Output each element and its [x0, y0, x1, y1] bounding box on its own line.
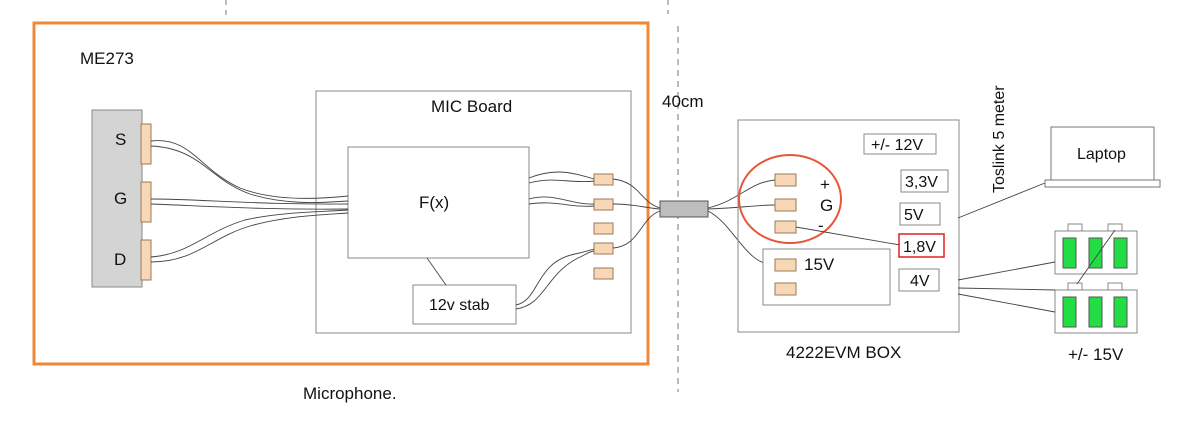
supply-connector [774, 258, 797, 272]
board-connector [593, 198, 614, 211]
board-connector [593, 173, 614, 186]
battery-pack-top [1054, 223, 1138, 275]
toslink-cable [957, 182, 1046, 219]
voltage-box-3v3 [900, 169, 949, 193]
board-connector [593, 242, 614, 255]
voltage-box-1v8-highlight [898, 233, 945, 258]
evm-input-sign-minus: - [818, 216, 824, 235]
laptop-screen [1050, 126, 1155, 181]
evm-input-connectors [774, 173, 797, 234]
evm-input-connector [774, 198, 797, 212]
capsule-pin-s-connector [140, 123, 152, 165]
microphone-enclosure [32, 21, 650, 366]
microphone-model-label: ME273 [80, 49, 134, 68]
laptop-label: Laptop [1077, 146, 1126, 163]
battery-cell [1113, 237, 1128, 269]
function-block [347, 146, 530, 259]
capsule-to-function-wires [150, 140, 349, 263]
connector-to-coupler-wires [612, 178, 661, 249]
board-connector [593, 222, 614, 235]
capsule-pin-d-connector [140, 239, 152, 281]
supply-connector [774, 282, 797, 296]
minus-to-1v8-wire [795, 226, 901, 246]
voltage-box-5v [899, 202, 941, 226]
cable-length-label: 40cm [662, 92, 704, 111]
mic-board-title: MIC Board [431, 97, 512, 116]
microphone-caption: Microphone. [303, 384, 397, 403]
battery-pack-bottom [1054, 282, 1138, 334]
evm-input-connector [774, 173, 797, 187]
capsule-body [91, 109, 143, 288]
battery-cell [1088, 237, 1103, 269]
laptop-base [1044, 179, 1161, 188]
battery-voltage-label: +/- 15V [1068, 345, 1124, 364]
voltage-box-12v [863, 133, 937, 155]
capsule-pin-label-s: S [115, 130, 126, 149]
board-connector [593, 267, 614, 280]
voltage-box-4v [898, 268, 940, 292]
evm-box-caption: 4222EVM BOX [786, 343, 901, 362]
battery-cell [1113, 296, 1128, 328]
cable-coupler [659, 200, 709, 218]
voltage-label-3v3: 3,3V [905, 174, 938, 191]
toslink-label: Toslink 5 meter [991, 85, 1008, 193]
voltage-label-1v8: 1,8V [903, 239, 936, 256]
battery-terminal [1107, 223, 1123, 232]
battery-supply-wires [957, 261, 1056, 313]
capsule-pin-g-connector [140, 181, 152, 223]
supply-15v-label: 15V [804, 255, 835, 274]
stabilizer-label: 12v stab [429, 297, 490, 314]
battery-terminal [1067, 282, 1083, 291]
evm-input-sign-ground: G [820, 196, 833, 215]
voltage-label-4v: 4V [910, 273, 930, 290]
stabilizer-feed-wire [426, 257, 447, 286]
stabilizer-block [412, 284, 517, 325]
function-block-label: F(x) [419, 193, 449, 212]
capsule-pin-label-d: D [114, 250, 126, 269]
battery-terminal [1067, 223, 1083, 232]
input-highlight-ellipse [738, 154, 842, 244]
evm-input-connector [774, 220, 797, 234]
board-connector-bank [593, 173, 614, 280]
evm-input-sign-plus: + [820, 175, 830, 194]
evm-box [737, 119, 960, 333]
battery-terminal [1107, 282, 1123, 291]
voltage-label-12v: +/- 12V [871, 137, 923, 154]
battery-cell [1062, 296, 1077, 328]
function-to-connector-wires [515, 171, 595, 310]
supply-block-15v [762, 248, 891, 306]
battery-cell [1088, 296, 1103, 328]
voltage-label-5v: 5V [904, 207, 924, 224]
laptop: Laptop [1044, 126, 1161, 188]
microphone-capsule: S G D [91, 109, 152, 288]
capsule-pin-label-g: G [114, 189, 127, 208]
battery-series-link [1076, 229, 1116, 285]
battery-cell [1062, 237, 1077, 269]
